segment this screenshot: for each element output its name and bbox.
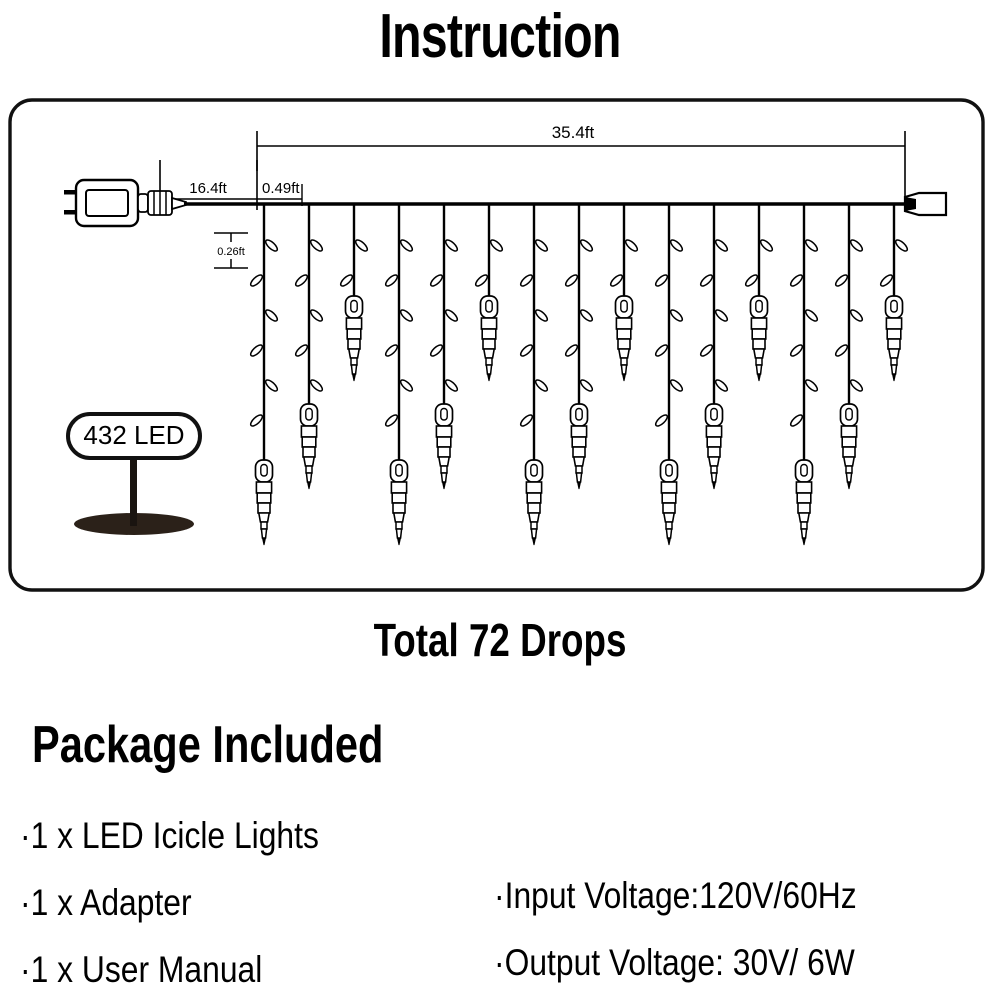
package-included-heading: Package Included: [32, 716, 384, 774]
package-list-item: ·1 x Adapter: [20, 869, 424, 936]
dimension-label-pitch: 0.49ft: [262, 180, 300, 197]
diagram-border: [8, 98, 985, 592]
callout-stem: [130, 440, 137, 526]
drop-strand: [833, 204, 865, 490]
end-connector: [903, 191, 948, 217]
drop-strand: [338, 204, 370, 382]
drop-strand: [878, 204, 910, 382]
spec-list-item: ·Input Voltage:120V/60Hz: [494, 862, 924, 929]
drop-strand: [653, 204, 685, 546]
drop-strand: [293, 204, 325, 490]
drop-strand: [698, 204, 730, 490]
drop-strands: [248, 204, 910, 546]
dimension-label-total: 35.4ft: [552, 123, 595, 142]
drop-strand: [563, 204, 595, 490]
drop-strand: [383, 204, 415, 546]
bullet-marker: ·: [20, 882, 31, 923]
bullet-marker: ·: [494, 942, 505, 983]
drop-strand: [518, 204, 550, 546]
total-drops-caption: Total 72 Drops: [373, 614, 627, 666]
callout-label: 432 LED: [83, 420, 184, 450]
bullet-marker: ·: [20, 949, 31, 990]
dimension-0-26ft: [214, 232, 248, 269]
dimension-label-lead-in: 16.4ft: [189, 180, 227, 197]
plug-prong-lower: [64, 210, 77, 215]
spec-list-item: ·Output Voltage: 30V/ 6W: [494, 929, 924, 996]
list-item-label: Input Voltage:120V/60Hz: [504, 875, 857, 916]
list-item-label: Output Voltage: 30V/ 6W: [504, 942, 855, 983]
package-list-item: ·1 x User Manual: [20, 936, 424, 1003]
dimension-label-bulb-pitch: 0.26ft: [217, 246, 245, 258]
plug-prong-upper: [64, 190, 77, 195]
list-item-label: 1 x Adapter: [30, 882, 192, 923]
product-diagram: 35.4ft 16.4ft 0.49ft: [8, 98, 985, 592]
drop-strand: [473, 204, 505, 382]
list-item-label: 1 x LED Icicle Lights: [30, 815, 319, 856]
callout-pill: [66, 412, 202, 460]
drop-strand: [743, 204, 775, 382]
bullet-marker: ·: [494, 875, 505, 916]
page-title: Instruction: [379, 2, 621, 71]
drop-strand: [248, 204, 280, 546]
bullet-marker: ·: [20, 815, 31, 856]
package-list-item: ·1 x LED Icicle Lights: [20, 802, 424, 869]
drop-strand: [788, 204, 820, 546]
product-diagram-frame: 35.4ft 16.4ft 0.49ft: [8, 98, 985, 592]
led-count-callout: 432 LED: [66, 412, 202, 535]
drop-strand: [608, 204, 640, 382]
list-item-label: 1 x User Manual: [30, 949, 263, 990]
drop-strand: [428, 204, 460, 490]
power-adapter: [64, 178, 149, 228]
package-contents-list: ·1 x LED Icicle Lights·1 x Adapter·1 x U…: [20, 802, 490, 1003]
electrical-specs-list: ·Input Voltage:120V/60Hz·Output Voltage:…: [494, 862, 994, 996]
